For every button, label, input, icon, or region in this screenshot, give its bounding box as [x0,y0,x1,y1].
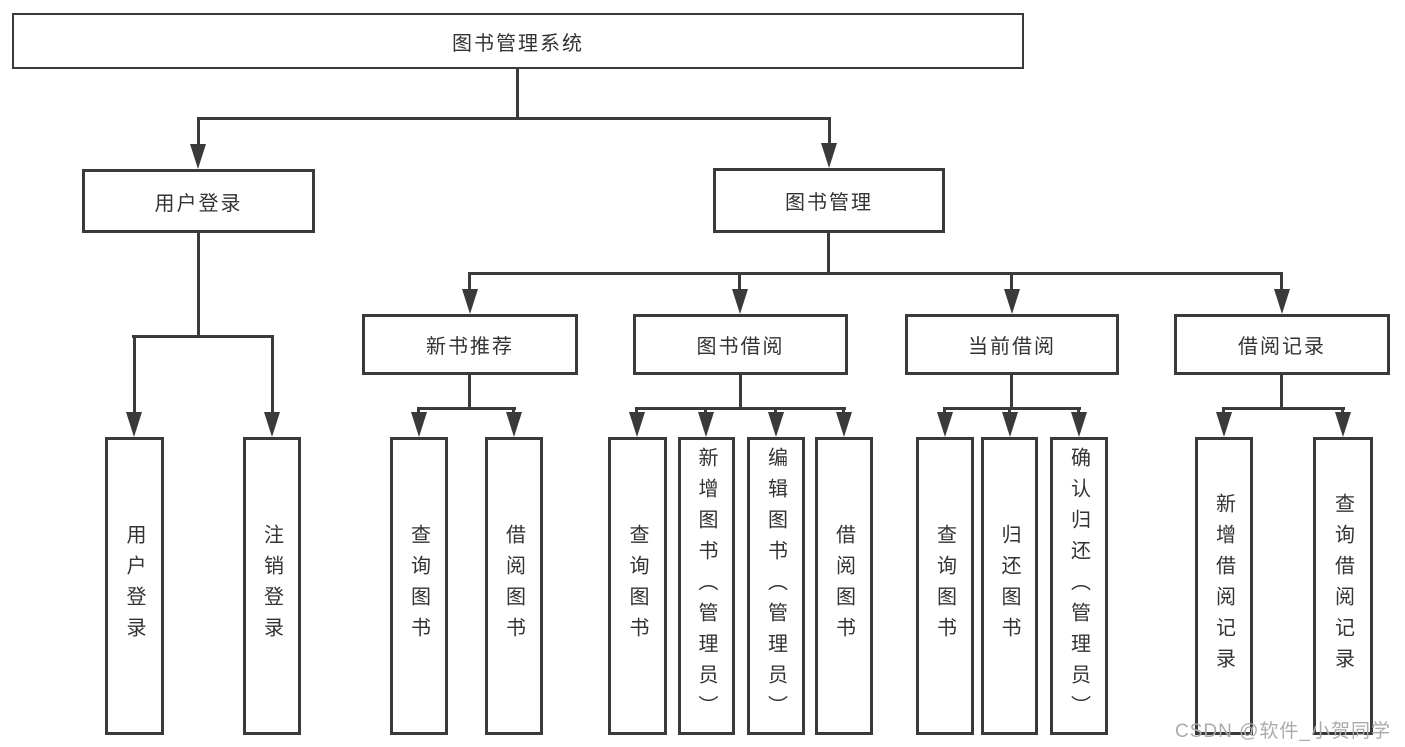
arrowhead-down-icon [629,412,645,437]
connector-line [739,375,742,410]
leaf-label: 注销登录 [260,524,283,648]
connector-line [468,375,471,410]
arrowhead-down-icon [937,412,953,437]
node-borrow-records: 借阅记录 [1174,314,1390,375]
connector-line [197,117,831,120]
leaf-edit-book-admin: 编辑图书（管理员） [747,437,805,735]
connector-line [635,407,846,410]
leaf-label: 确认归还（管理员） [1067,446,1090,726]
arrowhead-down-icon [1274,289,1290,314]
leaf-logout: 注销登录 [243,437,301,735]
leaf-add-borrow-record: 新增借阅记录 [1195,437,1253,735]
arrowhead-down-icon [506,412,522,437]
connector-line [417,407,516,410]
arrowhead-down-icon [264,412,280,437]
arrowhead-down-icon [836,412,852,437]
connector-line [1010,375,1013,410]
node-user-login: 用户登录 [82,169,315,233]
leaf-borrow-books-1: 借阅图书 [485,437,543,735]
arrowhead-down-icon [1071,412,1087,437]
arrowhead-down-icon [462,289,478,314]
node-new-book-recommend: 新书推荐 [362,314,578,375]
connector-line [828,117,831,147]
leaf-label: 新增图书（管理员） [695,446,717,726]
arrowhead-down-icon [411,412,427,437]
arrowhead-down-icon [1002,412,1018,437]
node-book-borrow: 图书借阅 [633,314,848,375]
connector-line [197,233,200,338]
leaf-label: 查询图书 [933,524,956,648]
leaf-label: 编辑图书（管理员） [764,446,787,726]
node-book-management: 图书管理 [713,168,945,233]
leaf-label: 归还图书 [998,524,1020,648]
arrowhead-down-icon [1216,412,1232,437]
leaf-return-books: 归还图书 [981,437,1038,735]
connector-line [774,407,777,415]
arrowhead-down-icon [190,144,206,169]
arrowhead-down-icon [732,289,748,314]
node-current-borrow: 当前借阅 [905,314,1119,375]
leaf-label: 查询图书 [626,524,648,648]
leaf-borrow-books-2: 借阅图书 [815,437,873,735]
arrowhead-down-icon [126,412,142,437]
arrowhead-down-icon [1335,412,1351,437]
arrowhead-down-icon [768,412,784,437]
connector-line [468,272,471,292]
connector-line [827,233,830,275]
connector-line [1222,407,1345,410]
connector-line [1077,407,1080,415]
connector-line [704,407,707,415]
connector-line [738,272,741,292]
leaf-add-book-admin: 新增图书（管理员） [678,437,735,735]
connector-line [943,407,946,415]
connector-line [512,407,515,415]
leaf-label: 新增借阅记录 [1212,493,1235,679]
connector-line [1280,272,1283,292]
leaf-query-books-2: 查询图书 [608,437,667,735]
connector-line [516,69,519,120]
connector-line [635,407,638,415]
connector-line [197,117,200,147]
connector-line [1222,407,1225,415]
leaf-query-books-3: 查询图书 [916,437,974,735]
connector-line [842,407,845,415]
leaf-label: 用户登录 [123,524,145,648]
leaf-query-books-1: 查询图书 [390,437,448,735]
leaf-label: 借阅图书 [832,524,855,648]
connector-line [1010,272,1013,292]
connector-line [271,335,274,415]
arrowhead-down-icon [698,412,714,437]
leaf-user-login: 用户登录 [105,437,164,735]
connector-line [1280,375,1283,410]
leaf-confirm-return-admin: 确认归还（管理员） [1050,437,1108,735]
connector-line [1008,407,1011,415]
connector-line [132,335,274,338]
arrowhead-down-icon [1004,289,1020,314]
connector-line [1341,407,1344,415]
connector-line [468,272,1283,275]
node-root-library-system: 图书管理系统 [12,13,1024,69]
leaf-label: 查询图书 [407,524,430,648]
leaf-label: 查询借阅记录 [1331,493,1354,679]
leaf-label: 借阅图书 [502,524,525,648]
arrowhead-down-icon [821,143,837,168]
connector-line [943,407,1081,410]
leaf-query-borrow-record: 查询借阅记录 [1313,437,1373,735]
connector-line [133,335,136,415]
connector-line [417,407,420,415]
